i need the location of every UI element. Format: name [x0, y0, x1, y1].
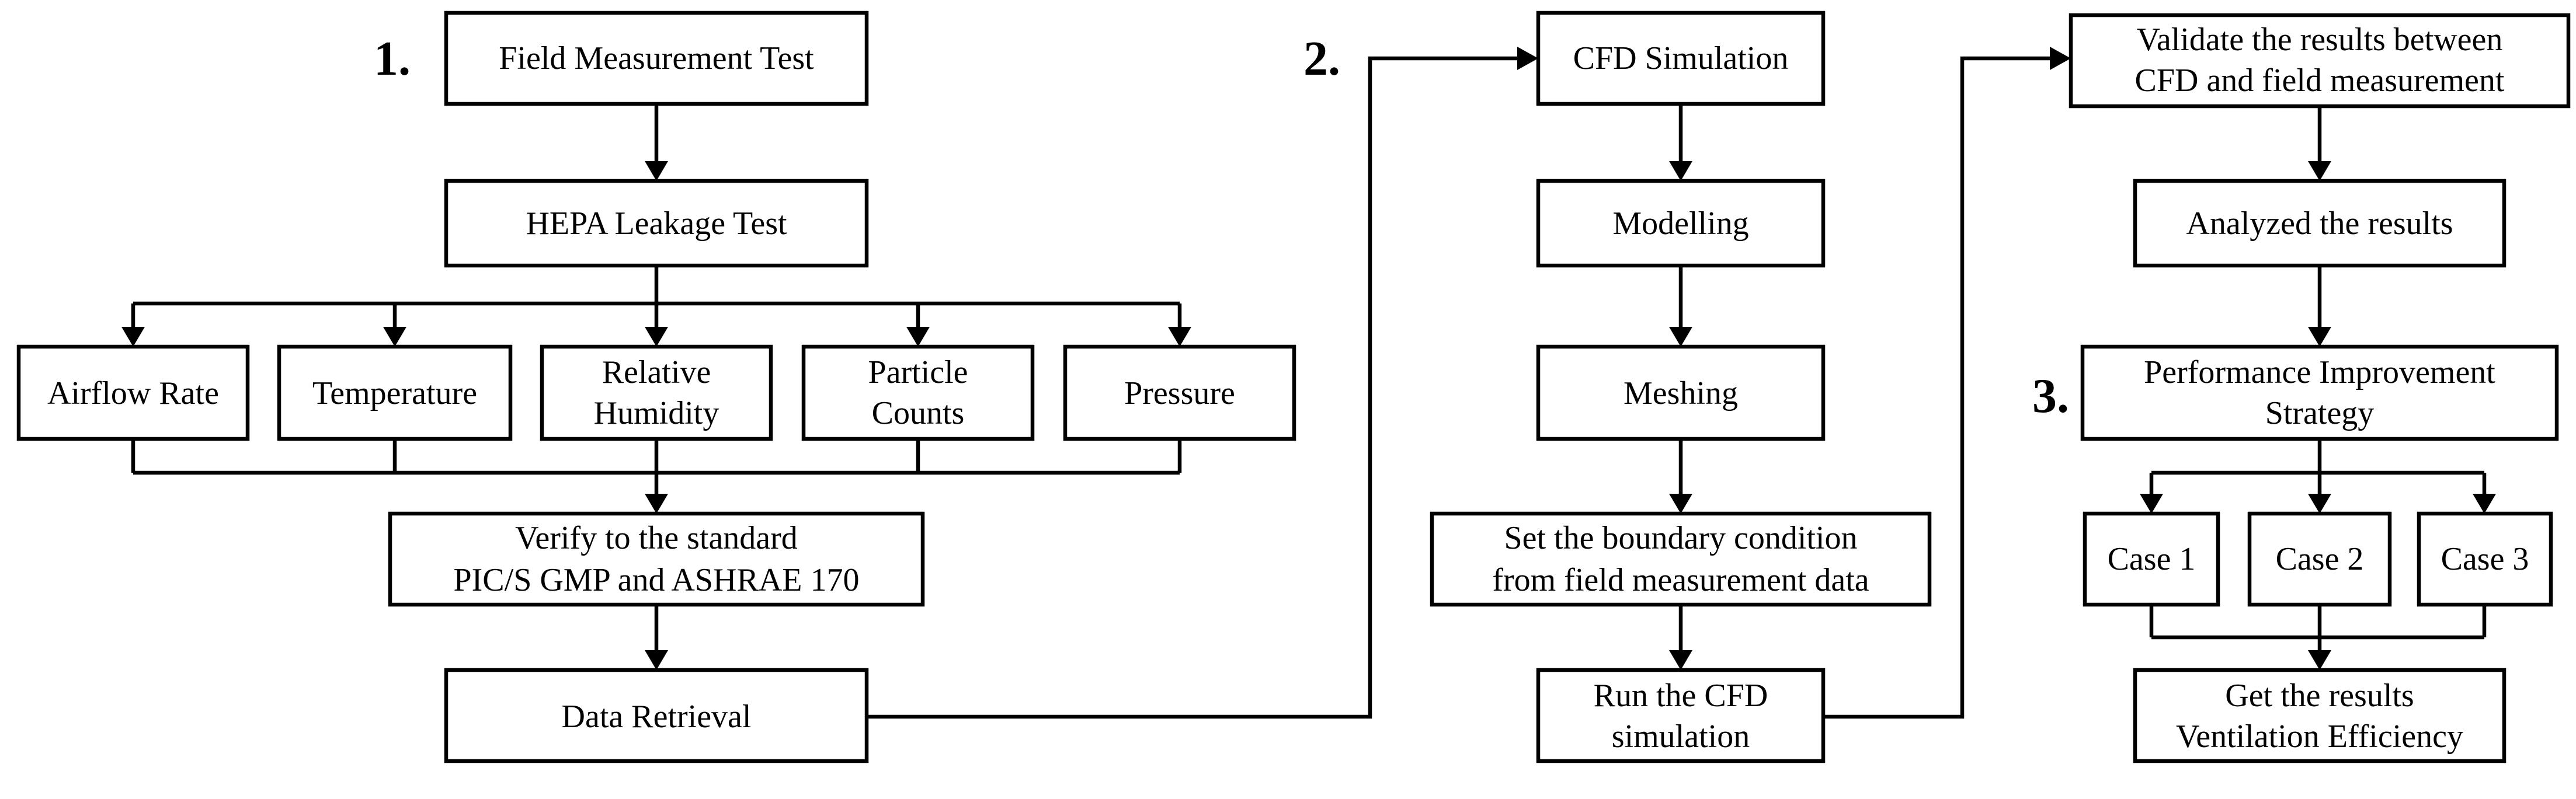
- arrowhead: [1669, 327, 1692, 347]
- step-labels: 1. 2. 3.: [374, 32, 2069, 423]
- box-cfd-simulation: CFD Simulation: [1536, 11, 1826, 106]
- box-boundary-condition: Set the boundary condition from field me…: [1430, 511, 1932, 607]
- box-label: Case 1: [2108, 541, 2196, 577]
- box-case-2: Case 2: [2247, 511, 2392, 607]
- box-label: Counts: [872, 395, 965, 431]
- arrowhead: [645, 161, 668, 181]
- box-label: Verify to the standard: [515, 520, 798, 556]
- arrowhead: [1669, 494, 1692, 514]
- arrowhead: [121, 327, 145, 347]
- arrowhead: [645, 650, 668, 670]
- box-label: Case 3: [2441, 541, 2529, 577]
- box-label: Humidity: [594, 395, 719, 431]
- box-label: HEPA Leakage Test: [526, 205, 787, 242]
- arrowhead: [1669, 650, 1692, 670]
- box-label: Validate the results between: [2137, 22, 2503, 58]
- box-label: Airflow Rate: [47, 375, 219, 411]
- arrowhead: [1669, 161, 1692, 181]
- box-label: Analyzed the results: [2186, 205, 2453, 242]
- box-label: Get the results: [2225, 678, 2414, 714]
- connectors: [121, 47, 2496, 719]
- box-label: CFD and field measurement: [2135, 62, 2505, 99]
- box-label: from field measurement data: [1492, 562, 1869, 598]
- arrowhead: [1168, 327, 1191, 347]
- box-hepa-leakage-test: HEPA Leakage Test: [444, 179, 869, 268]
- box-temperature: Temperature: [277, 344, 513, 441]
- box-run-cfd-simulation: Run the CFD simulation: [1536, 668, 1826, 763]
- box-label: PIC/S GMP and ASHRAE 170: [454, 562, 860, 598]
- box-label: Performance Improvement: [2144, 354, 2495, 390]
- arrowhead: [2308, 650, 2331, 670]
- arrowhead: [2473, 494, 2496, 514]
- box-meshing: Meshing: [1536, 344, 1826, 441]
- box-label: Set the boundary condition: [1504, 520, 1857, 556]
- box-label: Temperature: [312, 375, 477, 411]
- arrowhead: [2308, 494, 2331, 514]
- box-label: Data Retrieval: [562, 699, 752, 735]
- box-modelling: Modelling: [1536, 179, 1826, 268]
- box-particle-counts: Particle Counts: [801, 344, 1035, 441]
- box-get-results: Get the results Ventilation Efficiency: [2133, 668, 2507, 763]
- arrowhead: [2308, 327, 2331, 347]
- box-case-3: Case 3: [2417, 511, 2553, 607]
- box-label: Case 2: [2276, 541, 2364, 577]
- arrowhead: [645, 327, 668, 347]
- box-relative-humidity: Relative Humidity: [540, 344, 773, 441]
- box-label: Modelling: [1612, 205, 1748, 242]
- step-number-1: 1.: [374, 32, 411, 86]
- arrowhead: [1517, 47, 1538, 70]
- box-label: Relative: [602, 354, 711, 390]
- arrowhead: [2050, 47, 2071, 70]
- arrowhead: [2140, 494, 2163, 514]
- box-label: Ventilation Efficiency: [2176, 718, 2463, 755]
- box-label: Particle: [868, 354, 968, 390]
- arrowhead: [645, 494, 668, 514]
- box-label: CFD Simulation: [1573, 40, 1789, 76]
- box-case-1: Case 1: [2083, 511, 2220, 607]
- box-performance-strategy: Performance Improvement Strategy: [2080, 344, 2559, 441]
- box-verify-standard: Verify to the standard PIC/S GMP and ASH…: [388, 511, 925, 607]
- box-label: Run the CFD: [1594, 678, 1768, 714]
- arrowhead: [383, 327, 406, 347]
- box-data-retrieval: Data Retrieval: [444, 668, 869, 763]
- arrowhead: [2308, 161, 2331, 181]
- connector-run-to-validate: [1824, 56, 2059, 719]
- box-label: simulation: [1612, 718, 1750, 755]
- box-label: Meshing: [1624, 375, 1738, 411]
- box-label: Strategy: [2265, 395, 2375, 431]
- box-label: Field Measurement Test: [499, 40, 814, 76]
- box-analyzed-results: Analyzed the results: [2133, 179, 2507, 268]
- arrowhead: [906, 327, 930, 347]
- box-field-measurement-test: Field Measurement Test: [444, 11, 869, 106]
- box-validate-results: Validate the results between CFD and fie…: [2069, 13, 2571, 109]
- box-pressure: Pressure: [1063, 344, 1296, 441]
- box-airflow-rate: Airflow Rate: [16, 344, 250, 441]
- box-label: Pressure: [1124, 375, 1235, 411]
- step-number-3: 3.: [2032, 369, 2069, 423]
- step-number-2: 2.: [1303, 32, 1340, 86]
- connector-retrieval-to-cfd: [867, 56, 1527, 719]
